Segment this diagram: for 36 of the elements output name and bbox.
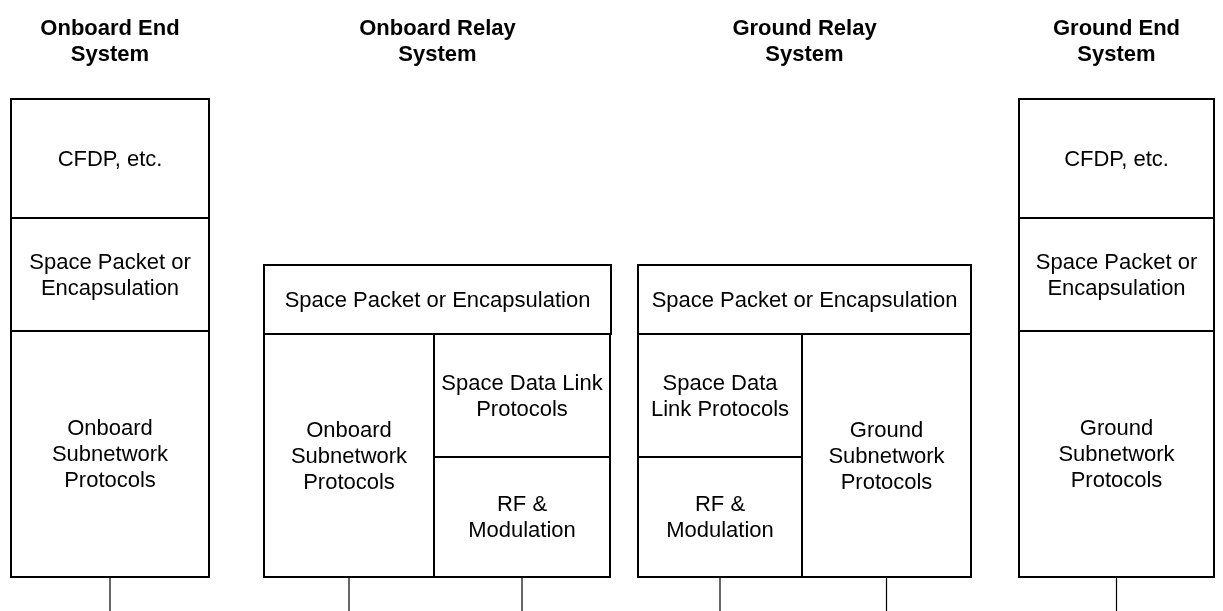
layer-label: Onboard Subnetwork Protocols xyxy=(50,415,170,493)
protocol-layer-box xyxy=(801,333,972,578)
connection-line xyxy=(885,577,888,611)
layer-label: RF & Modulation xyxy=(467,491,577,543)
protocol-layer-box xyxy=(637,264,972,335)
protocol-layer-box xyxy=(10,98,210,219)
layer-label: Ground Subnetwork Protocols xyxy=(827,416,946,495)
stack-title: Onboard Relay System xyxy=(358,15,517,67)
layer-label: CFDP, etc. xyxy=(57,145,163,172)
layer-label: Onboard Subnetwork Protocols xyxy=(289,416,409,495)
layer-label: Space Packet or Encapsulation xyxy=(284,286,591,313)
protocol-layer-box xyxy=(1018,98,1215,219)
stack-title: Ground Relay System xyxy=(731,15,878,67)
layer-label: Space Data Link Protocols xyxy=(441,369,603,422)
protocol-layer-box xyxy=(637,456,803,578)
protocol-layer-box xyxy=(263,333,435,578)
protocol-layer-box xyxy=(1018,217,1215,332)
layer-label: Space Data Link Protocols xyxy=(649,369,791,422)
layer-label: Space Packet or Encapsulation xyxy=(28,248,192,301)
connection-line xyxy=(348,577,350,611)
connection-line xyxy=(521,577,523,611)
protocol-layer-box xyxy=(1018,330,1215,578)
protocol-layer-box xyxy=(10,217,210,332)
layer-label: RF & Modulation xyxy=(665,491,775,543)
connection-line xyxy=(719,577,721,611)
protocol-layer-box xyxy=(10,330,210,578)
protocol-layer-box xyxy=(433,456,611,578)
layer-label: CFDP, etc. xyxy=(1064,145,1169,172)
stack-title: Ground End System xyxy=(1051,15,1182,67)
connection-line xyxy=(1115,577,1118,611)
connection-line xyxy=(109,577,111,611)
layer-label: Ground Subnetwork Protocols xyxy=(1057,415,1176,493)
layer-label: Space Packet or Encapsulation xyxy=(651,286,958,313)
protocol-layer-box xyxy=(263,264,612,335)
layer-label: Space Packet or Encapsulation xyxy=(1034,248,1199,301)
stack-title: Onboard End System xyxy=(39,15,181,67)
